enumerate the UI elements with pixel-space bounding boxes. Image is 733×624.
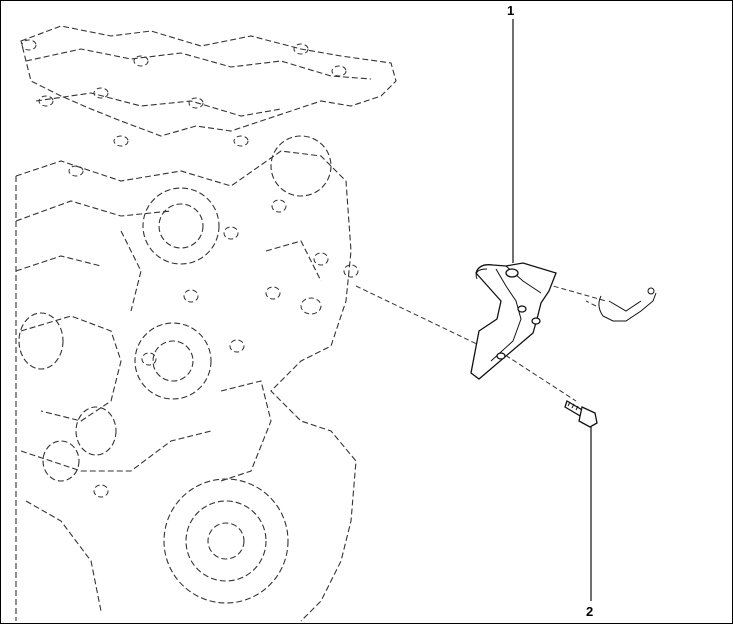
engine-block [15, 25, 397, 622]
alignment-lines [355, 283, 607, 402]
callout-1: 1 [507, 3, 515, 18]
callout-2: 2 [586, 604, 594, 619]
hose-clip [585, 287, 657, 322]
bolt-part [564, 400, 598, 428]
cover-bolts [21, 39, 347, 177]
bracket-part [470, 262, 557, 380]
